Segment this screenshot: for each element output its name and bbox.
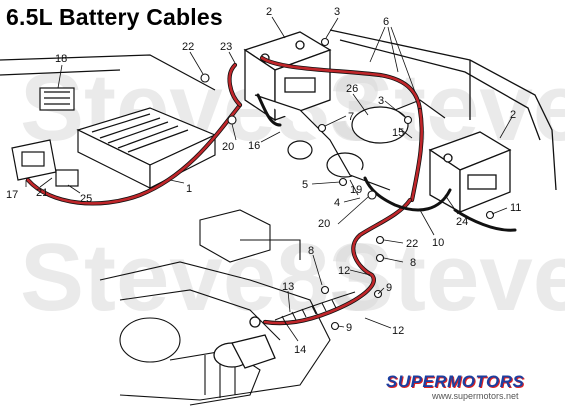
callout-26: 26 [346,83,358,95]
callout-12-low: 12 [392,325,404,337]
leader-lines [25,16,513,342]
callout-18: 18 [55,53,67,65]
callout-20-mid: 20 [318,218,330,230]
bolt-20-mid [367,190,377,200]
engine-components [254,94,446,191]
callout-9-low: 9 [346,322,352,334]
connector-18 [39,87,75,111]
callout-4: 4 [334,197,340,209]
callout-8-mid: 8 [410,257,416,269]
callout-22-mid: 22 [406,238,418,250]
relay-25 [55,169,79,187]
transmission-outline [99,209,331,406]
callout-21: 21 [36,187,48,199]
callout-15: 15 [392,127,404,139]
callout-5: 5 [302,179,308,191]
callout-23: 23 [220,41,232,53]
callout-3-mid: 3 [378,95,384,107]
callout-8-low: 8 [308,245,314,257]
nut-3-top [320,37,330,47]
callout-12-mid: 12 [338,265,350,277]
watermark-text-4: Steve83 [330,224,565,331]
cable-24 [363,176,452,212]
callout-20-left: 20 [222,141,234,153]
callout-19: 19 [350,184,362,196]
callout-11: 11 [510,202,521,214]
wire-loom-14 [274,291,356,325]
callout-17: 17 [6,189,18,201]
nut-9-low [330,321,340,331]
cable-16 [256,93,282,127]
bolt-11 [485,210,495,220]
cable-11 [453,208,517,232]
watermark-text-2: Steve83 [20,224,383,331]
battery-cables [25,55,517,326]
callout-6: 6 [383,16,389,28]
junction-block-17 [11,139,57,181]
callout-labels: 2 3 6 18 22 23 26 3 2 7 15 16 20 1 5 19 … [6,6,521,356]
callout-24: 24 [456,216,468,228]
fender-outline [329,29,557,191]
callout-2-left-battery: 2 [266,6,272,18]
diagram-title: 6.5L Battery Cables [6,4,223,30]
left-fender-outline [0,54,216,91]
callout-7: 7 [348,111,354,123]
pcm-module [76,107,217,189]
supermotors-logo: SUPERMOTORS [386,372,525,391]
bolt-20-left [227,115,237,125]
callout-16: 16 [248,140,260,152]
nut-22-top [200,73,210,83]
callout-13: 13 [282,281,294,293]
callout-22-top: 22 [182,41,194,53]
nut-7 [317,123,327,133]
callout-3-top: 3 [334,6,340,18]
battery-right [428,131,512,214]
nut-8-mid [375,253,385,263]
nut-22-mid [375,235,385,245]
callout-9-right: 9 [386,282,392,294]
nut-5 [338,177,348,187]
callout-1: 1 [186,183,192,195]
callout-10: 10 [432,237,444,249]
nut-3-mid [403,115,413,125]
supermotors-url: www.supermotors.net [432,391,519,401]
starter-motor [213,316,276,369]
nut-8-low [320,285,330,295]
callout-14: 14 [294,344,306,356]
callout-25: 25 [80,193,92,205]
callout-2-right-battery: 2 [510,109,516,121]
